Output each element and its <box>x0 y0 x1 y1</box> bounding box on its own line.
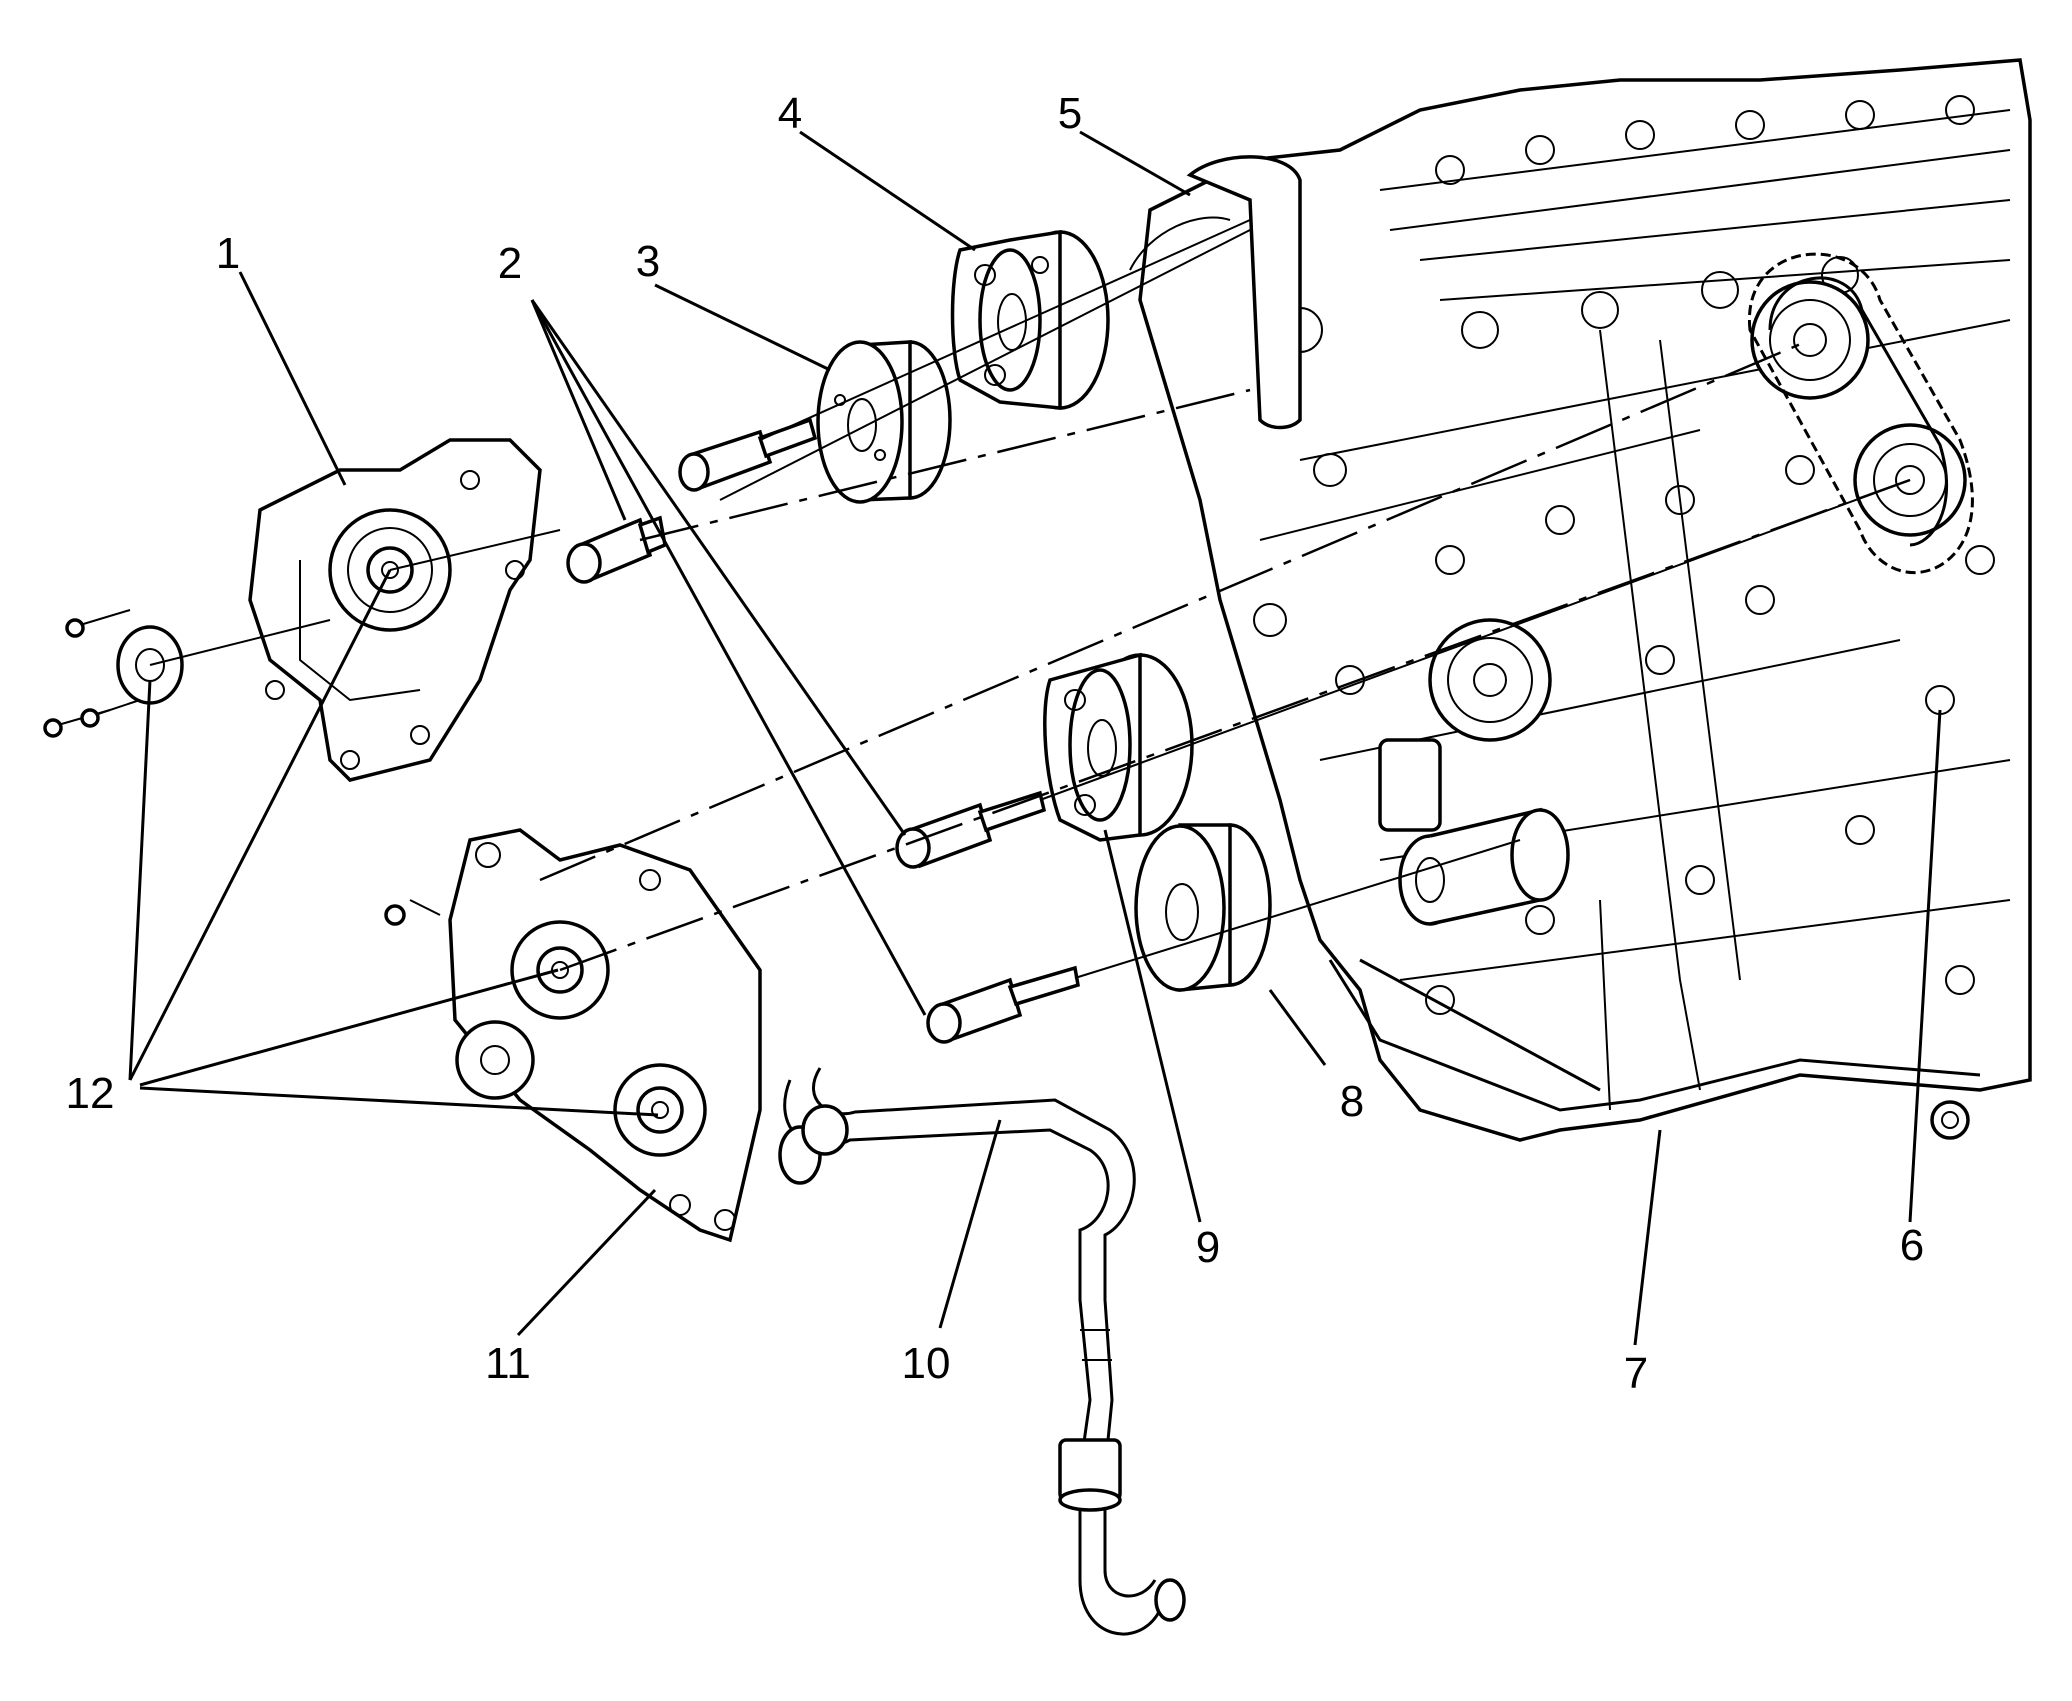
bolt-lower-1 <box>895 790 1047 869</box>
sprocket-8 <box>1134 823 1272 992</box>
callout-1: 1 <box>216 229 240 278</box>
callout-12: 12 <box>66 1069 115 1118</box>
callout-6: 6 <box>1900 1221 1924 1270</box>
bolt-lower-2 <box>926 965 1080 1044</box>
callout-4: 4 <box>778 89 802 138</box>
callout-8: 8 <box>1340 1077 1364 1126</box>
callout-5: 5 <box>1058 89 1082 138</box>
callout-9: 9 <box>1196 1223 1220 1272</box>
centerlines <box>149 219 1911 979</box>
cam-actuator-9 <box>1043 652 1194 842</box>
bolt-middle <box>566 515 667 584</box>
callout-3: 3 <box>636 237 660 286</box>
component-1 <box>43 438 542 782</box>
bolt-top <box>678 417 818 492</box>
callout-2: 2 <box>498 239 522 288</box>
hose-10 <box>778 1067 1186 1636</box>
callout-7: 7 <box>1624 1349 1648 1398</box>
callout-10: 10 <box>902 1339 951 1388</box>
callout-11: 11 <box>485 1339 531 1388</box>
callout-labels: 1 2 3 4 5 6 7 8 9 10 11 12 <box>66 89 1925 1398</box>
component-11 <box>384 828 762 1243</box>
leader-lines <box>128 130 1942 1346</box>
cam-actuator-4 <box>950 229 1110 410</box>
sprocket-3 <box>816 340 952 504</box>
